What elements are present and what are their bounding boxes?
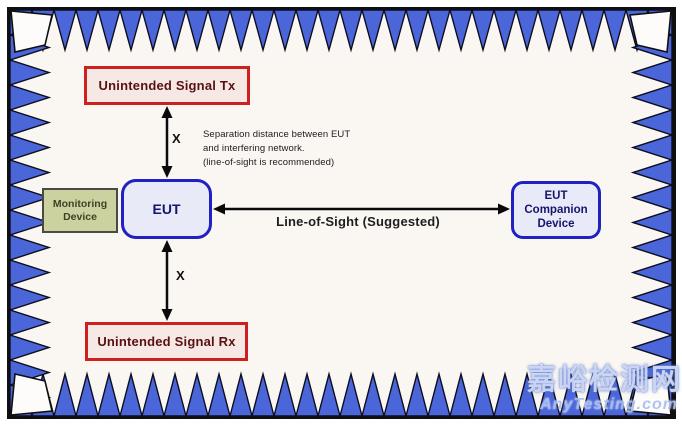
eut-companion-device-label: EUT Companion Device [524, 190, 588, 230]
separation-arrow-top [161, 106, 173, 178]
unintended-signal-rx-label: Unintended Signal Rx [97, 334, 236, 349]
line-of-sight-arrow [213, 203, 510, 215]
separation-distance-x-bottom: X [176, 268, 185, 283]
separation-arrow-bottom [161, 240, 173, 321]
unintended-signal-tx-box: Unintended Signal Tx [84, 66, 250, 105]
eut-box: EUT [121, 179, 212, 239]
line-of-sight-label: Line-of-Sight (Suggested) [276, 214, 440, 229]
unintended-signal-rx-box: Unintended Signal Rx [85, 322, 248, 361]
separation-note-line-3: (line-of-sight is recommended) [203, 157, 335, 168]
separation-distance-note: Separation distance between EUT and inte… [203, 128, 413, 170]
separation-note-line-2: and interfering network. [203, 143, 305, 154]
separation-note-line-1: Separation distance between EUT [203, 129, 351, 140]
unintended-signal-tx-label: Unintended Signal Tx [98, 78, 236, 93]
chamber-corner-pockets [10, 10, 672, 416]
eut-companion-device-box: EUT Companion Device [511, 181, 601, 239]
monitoring-device-label: Monitoring Device [52, 197, 108, 223]
separation-distance-x-top: X [172, 131, 181, 146]
monitoring-device-box: Monitoring Device [42, 188, 118, 233]
eut-label: EUT [152, 201, 181, 217]
